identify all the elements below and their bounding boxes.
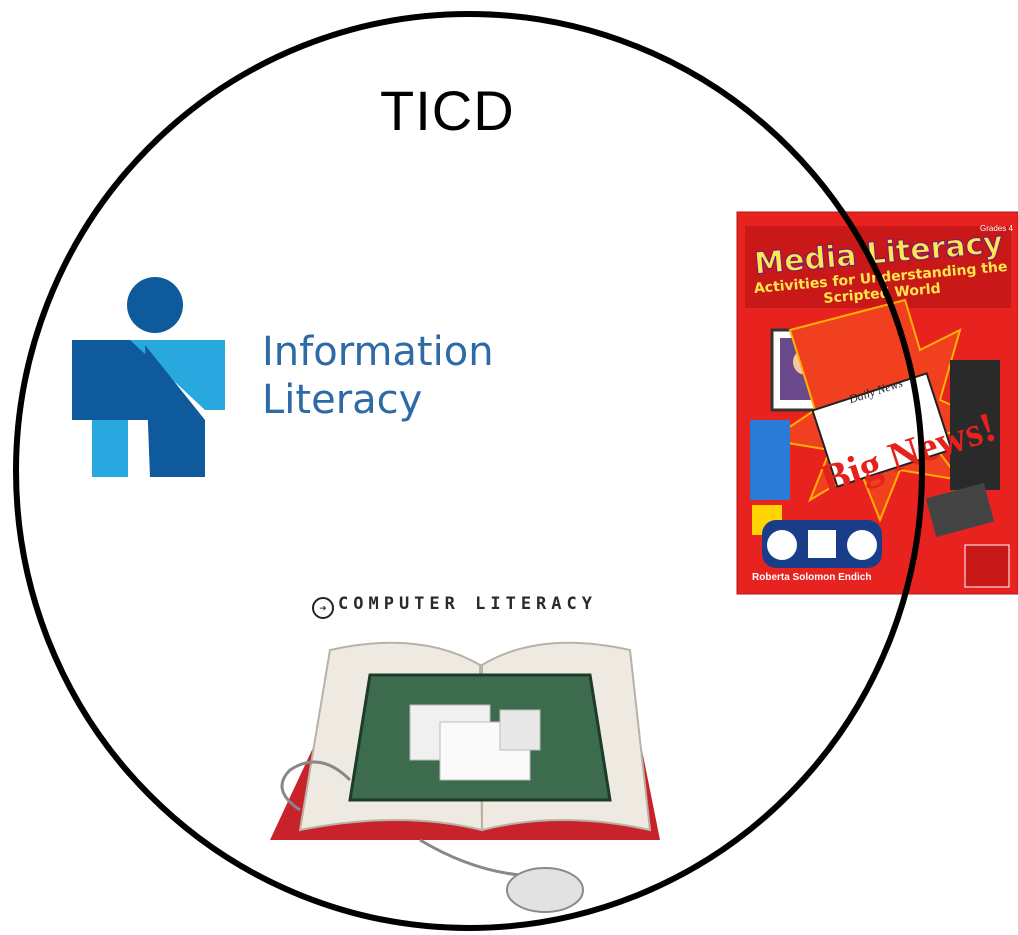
computer-literacy-heading-text: COMPUTER LITERACY	[338, 594, 597, 614]
book-author: Roberta Solomon Endich	[752, 572, 872, 583]
arrow-circle-icon: ➔	[312, 597, 334, 619]
information-literacy-label: Information Literacy	[262, 328, 494, 424]
information-literacy-line1: Information	[262, 329, 494, 375]
diagram-title: TICD	[380, 79, 515, 142]
computer-literacy-heading: ➔COMPUTER LITERACY	[312, 594, 597, 619]
book-cover-illustration	[750, 298, 1010, 588]
mouse-icon	[506, 867, 584, 913]
information-literacy-line2: Literacy	[262, 377, 423, 423]
book-grade-label: Grades 4	[980, 224, 1013, 233]
